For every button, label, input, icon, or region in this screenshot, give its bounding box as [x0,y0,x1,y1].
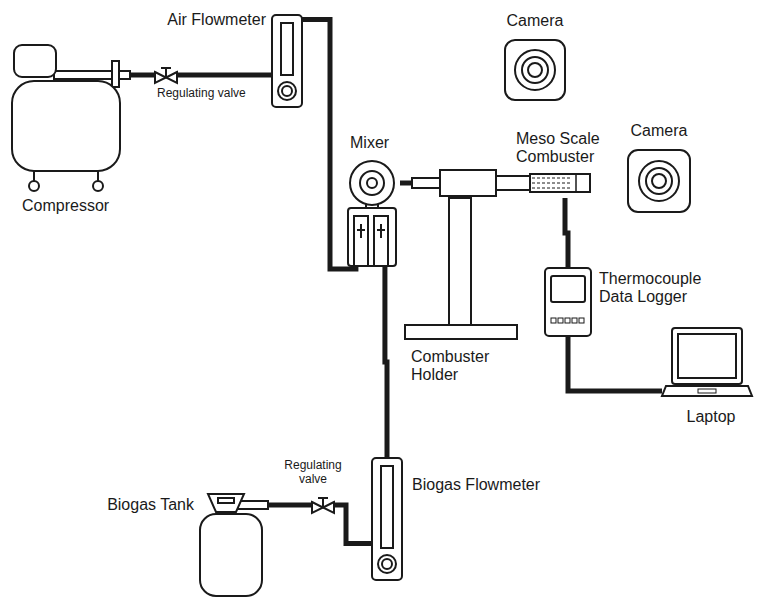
data-logger: Thermocouple Data Logger [545,268,591,336]
combustor-icon [412,168,592,198]
compressor-icon [12,45,130,193]
gas-tank-icon [200,488,268,596]
regulating-valve: Regulating valve [312,497,334,513]
pipe-line [565,198,568,268]
mixer-icon [342,158,400,266]
pipe-line [177,72,272,77]
device-label: Regulating valve [280,459,346,487]
device-label: Combuster Holder [411,348,511,385]
device-label: Biogas Tank [94,496,194,514]
regulating-valve: Regulating valve [155,67,177,83]
gas-tank: Biogas Tank [200,488,268,596]
camera: Camera [628,150,690,212]
regulating-valve-icon [312,497,334,513]
device-label: Compressor [22,197,142,215]
combustor-holder: Combuster Holder [405,198,517,340]
compressor: Compressor [12,45,130,193]
pipe-line [568,336,662,391]
combustor-holder-icon [405,198,517,340]
device-label: Regulating valve [157,87,269,101]
data-logger-icon [545,268,591,336]
device-label: Mixer [350,134,410,152]
laptop: Laptop [662,328,752,398]
laptop-icon [662,328,752,398]
camera: Camera [505,40,565,100]
device-label: Air Flowmeter [144,11,266,29]
camera-icon [628,150,690,212]
device-label: Thermocouple Data Logger [599,270,707,307]
pipe-line [334,505,372,543]
combustor: Meso Scale Combuster [412,168,592,198]
pipe-line [385,266,387,458]
device-label: Laptop [676,408,746,426]
flowmeter-icon [372,458,402,580]
device-label: Camera [618,122,700,140]
device-label: Camera [495,12,575,30]
device-label: Biogas Flowmeter [412,476,562,494]
flowmeter: Biogas Flowmeter [372,458,402,580]
mixer: Mixer [342,158,400,266]
pipe-line [400,180,412,185]
pipe-line [130,73,155,78]
regulating-valve-icon [155,67,177,83]
device-label: Meso Scale Combuster [516,130,616,167]
camera-icon [505,40,565,100]
flowmeter-icon [272,15,302,107]
flowmeter: Air Flowmeter [272,15,302,107]
pipe-line [268,502,312,507]
